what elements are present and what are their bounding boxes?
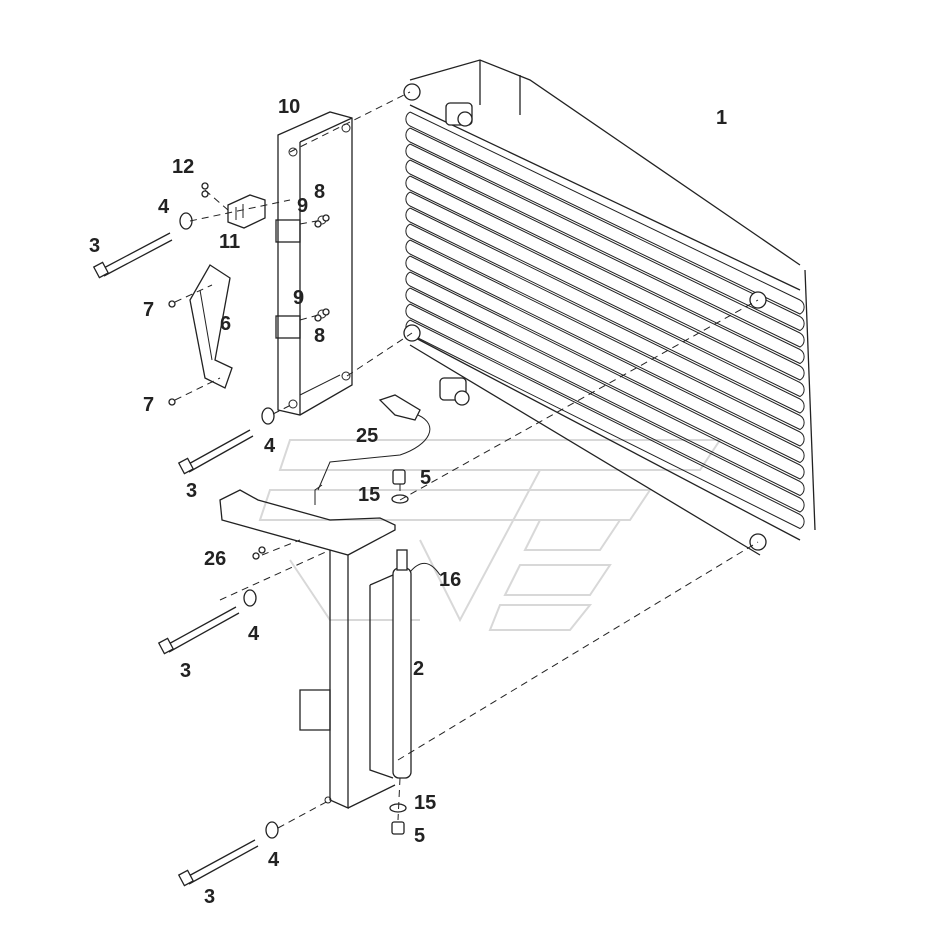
callout-7: 7 bbox=[143, 394, 154, 416]
callout-4: 4 bbox=[268, 849, 280, 871]
callout-12: 12 bbox=[172, 156, 194, 178]
callout-8: 8 bbox=[314, 325, 325, 347]
bolts bbox=[92, 232, 259, 887]
callout-3: 3 bbox=[186, 480, 197, 502]
condenser-tube-pass bbox=[405, 303, 805, 513]
callout-3: 3 bbox=[180, 660, 191, 682]
condenser-tube-pass bbox=[405, 287, 805, 497]
condenser-tube-pass bbox=[405, 143, 805, 348]
callout-16: 16 bbox=[439, 569, 461, 591]
callout-5: 5 bbox=[414, 825, 425, 847]
condenser-tube-pass bbox=[405, 159, 805, 365]
callout-11: 11 bbox=[219, 231, 240, 253]
condenser-tube-pass bbox=[405, 319, 805, 530]
callout-7: 7 bbox=[143, 299, 154, 321]
condenser-tube-pass bbox=[405, 271, 805, 480]
callout-15: 15 bbox=[358, 484, 380, 506]
condenser-tube-pass bbox=[405, 175, 805, 381]
callout-2: 2 bbox=[413, 658, 424, 680]
sensor-part-25 bbox=[317, 394, 431, 491]
callout-8: 8 bbox=[314, 181, 325, 203]
condenser-tube-pass bbox=[405, 255, 805, 464]
switch-part-11 bbox=[201, 182, 266, 229]
condenser-tube-pass bbox=[405, 127, 805, 332]
callout-4: 4 bbox=[248, 623, 260, 645]
callout-4: 4 bbox=[158, 196, 170, 218]
washers bbox=[179, 212, 279, 839]
assembly-lines bbox=[174, 91, 759, 829]
upper-bracket bbox=[275, 111, 353, 416]
lower-bracket bbox=[219, 484, 396, 810]
callout-25: 25 bbox=[356, 425, 378, 447]
callout-3: 3 bbox=[204, 886, 215, 908]
callout-4: 4 bbox=[264, 435, 276, 457]
condenser-tube-pass bbox=[405, 111, 805, 315]
callout-9: 9 bbox=[297, 195, 308, 217]
condenser-tube-pass bbox=[405, 239, 805, 447]
callout-15: 15 bbox=[414, 792, 436, 814]
small-fasteners bbox=[252, 214, 330, 560]
nuts-and-washers bbox=[389, 469, 409, 835]
callout-10: 10 bbox=[278, 96, 300, 118]
condenser-tube-pass bbox=[405, 191, 805, 398]
condenser-tube-pass bbox=[405, 207, 805, 414]
handle-part-6 bbox=[168, 264, 233, 406]
watermark-logo bbox=[258, 439, 722, 631]
condenser-mount-top-left bbox=[403, 83, 421, 101]
callout-5: 5 bbox=[420, 467, 431, 489]
condenser-tube-pass bbox=[405, 223, 805, 431]
callout-3: 3 bbox=[89, 235, 100, 257]
callout-1: 1 bbox=[716, 107, 727, 129]
receiver-drier bbox=[369, 549, 441, 779]
callout-26: 26 bbox=[204, 548, 226, 570]
condenser-core bbox=[403, 59, 816, 556]
callout-9: 9 bbox=[293, 287, 304, 309]
callout-6: 6 bbox=[220, 313, 231, 335]
